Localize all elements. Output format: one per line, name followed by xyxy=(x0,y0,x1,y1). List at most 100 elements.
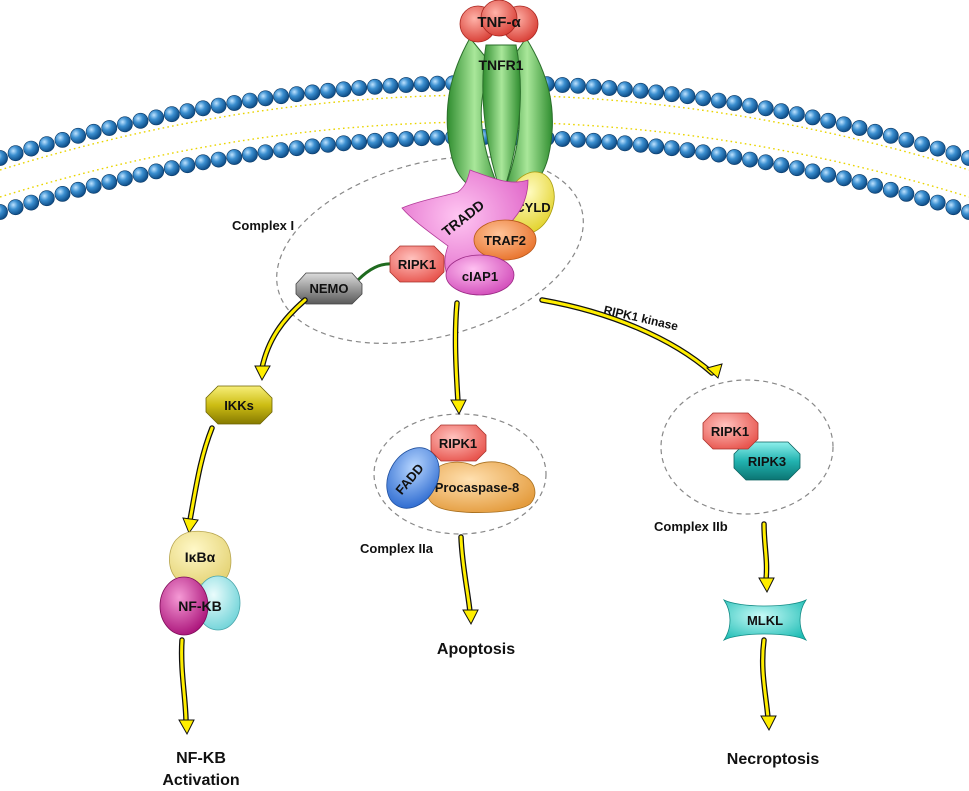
membrane-bead-inner xyxy=(804,163,821,180)
membrane-bead-outer xyxy=(617,81,633,98)
ripk1-protein-complex-iia: RIPK1 xyxy=(430,424,487,462)
membrane-bead-outer xyxy=(570,77,586,94)
membrane-bead-inner xyxy=(257,144,274,161)
membrane-bead-outer xyxy=(413,76,430,93)
nfkb-label: NF-KB xyxy=(178,598,222,614)
membrane-bead-inner xyxy=(148,163,165,180)
ikks-shape xyxy=(205,385,273,425)
membrane-bead-inner xyxy=(335,135,352,152)
complex-iia-label: Complex IIa xyxy=(360,541,434,556)
nfkb-activation-line2: Activation xyxy=(162,772,239,789)
apoptosis-label: Apoptosis xyxy=(437,641,515,658)
pathway-arrows xyxy=(178,297,777,736)
complex-iib-label: Complex IIb xyxy=(654,519,728,534)
ripk3-protein: RIPK3 xyxy=(733,441,801,481)
arrow-iib-to-mlkl xyxy=(758,521,775,594)
ikba-protein: IκBα xyxy=(169,530,232,585)
membrane-bead-inner xyxy=(836,170,852,187)
membrane-bead-outer xyxy=(648,84,665,101)
ikba-label: IκBα xyxy=(185,549,216,565)
membrane-bead-outer xyxy=(117,116,133,133)
nfkb-activation-line1: NF-ΚB xyxy=(176,750,226,767)
membrane-bead-inner xyxy=(617,135,633,152)
membrane-bead-inner xyxy=(85,177,102,194)
membrane-bead-inner xyxy=(0,204,8,220)
membrane-bead-outer xyxy=(836,116,852,133)
membrane-bead-outer xyxy=(882,127,899,144)
membrane-bead-inner xyxy=(195,154,211,171)
membrane-bead-inner xyxy=(70,181,86,198)
cyld-label: CYLD xyxy=(515,200,550,215)
membrane-bead-outer xyxy=(179,103,196,120)
membrane-bead-outer xyxy=(742,97,758,114)
membrane-bead-outer xyxy=(710,92,727,109)
arrow-nfkb-to-activation xyxy=(178,637,195,736)
membrane-bead-outer xyxy=(757,100,774,117)
membrane-bead-outer xyxy=(23,140,40,157)
membrane-bead-inner xyxy=(273,142,289,159)
ripk1-iia-label: RIPK1 xyxy=(439,436,477,451)
membrane-bead-outer xyxy=(241,92,258,109)
membrane-bead-inner xyxy=(585,132,602,149)
membrane-bead-outer xyxy=(304,84,321,101)
membrane-bead-inner xyxy=(961,204,969,220)
nemo-shape xyxy=(295,272,363,305)
complex-iib-outline xyxy=(660,379,834,515)
membrane-bead-inner xyxy=(648,138,665,155)
arrow-iia-to-apoptosis xyxy=(458,534,479,626)
membrane-bead-outer xyxy=(867,123,883,140)
membrane-bead-outer xyxy=(773,103,790,120)
ripk3-shape xyxy=(733,441,801,481)
ripk1-iib-label: RIPK1 xyxy=(711,424,749,439)
ripk1-protein-complex-iib: RIPK1 xyxy=(702,412,759,450)
membrane-bead-outer xyxy=(163,106,180,123)
necroptosis-label: Necroptosis xyxy=(727,751,820,768)
complex-i-label: Complex I xyxy=(232,218,294,233)
membrane-bead-inner xyxy=(351,134,368,150)
membrane-bead-inner xyxy=(867,177,883,194)
ciap1-shape xyxy=(445,254,515,296)
membrane-bead-inner xyxy=(898,185,915,202)
membrane-bead-inner xyxy=(23,194,40,211)
complex-iia-outline xyxy=(373,413,547,535)
membrane-bead-outer xyxy=(726,95,743,111)
membrane-bead-inner xyxy=(117,170,133,187)
ciap1-protein: cIAP1 xyxy=(445,254,515,296)
membrane-bead-outer xyxy=(148,109,165,126)
membrane-bead-outer xyxy=(335,81,352,98)
membrane-bead-outer xyxy=(914,136,930,153)
ripk1-iib-shape xyxy=(702,412,759,450)
membrane-bead-inner xyxy=(226,149,243,165)
nemo-label: NEMO xyxy=(310,281,349,296)
membrane-bead-outer xyxy=(320,82,336,99)
membrane-bead-outer xyxy=(195,100,211,117)
arrow-complex-i-to-iib xyxy=(539,297,723,379)
membrane-bead-inner xyxy=(945,199,962,216)
nfkb-subunit-left xyxy=(159,576,209,636)
membrane-bead-outer xyxy=(0,150,8,166)
membrane-bead-inner xyxy=(366,132,383,149)
nfkb-protein: NF-KB xyxy=(159,575,241,636)
membrane-bead-outer xyxy=(789,106,805,123)
membrane-bead-outer xyxy=(288,86,305,103)
membrane-bead-inner xyxy=(820,166,837,183)
tnfr1-label: TNFR1 xyxy=(478,57,523,73)
ripk1-shape xyxy=(389,245,445,283)
ripk1-iia-shape xyxy=(430,424,487,462)
traf2-protein: TRAF2 xyxy=(473,219,537,261)
membrane-bead-inner xyxy=(710,146,727,163)
membrane-bead-inner xyxy=(757,154,774,171)
mlkl-shape xyxy=(722,598,808,642)
membrane-bead-inner xyxy=(179,157,196,174)
fadd-shape xyxy=(386,447,440,509)
membrane-bead-inner xyxy=(929,194,946,211)
membrane-bead-outer xyxy=(679,88,696,105)
membrane-bead-outer xyxy=(7,145,24,162)
membrane-bead-inner xyxy=(7,199,24,216)
ikks-label: IKKs xyxy=(224,398,254,413)
membrane-bead-outer xyxy=(554,77,571,93)
membrane-bead-outer xyxy=(851,120,868,136)
traf2-shape xyxy=(473,219,537,261)
membrane-bead-inner xyxy=(742,151,758,168)
membrane-bead-outer xyxy=(632,82,649,99)
